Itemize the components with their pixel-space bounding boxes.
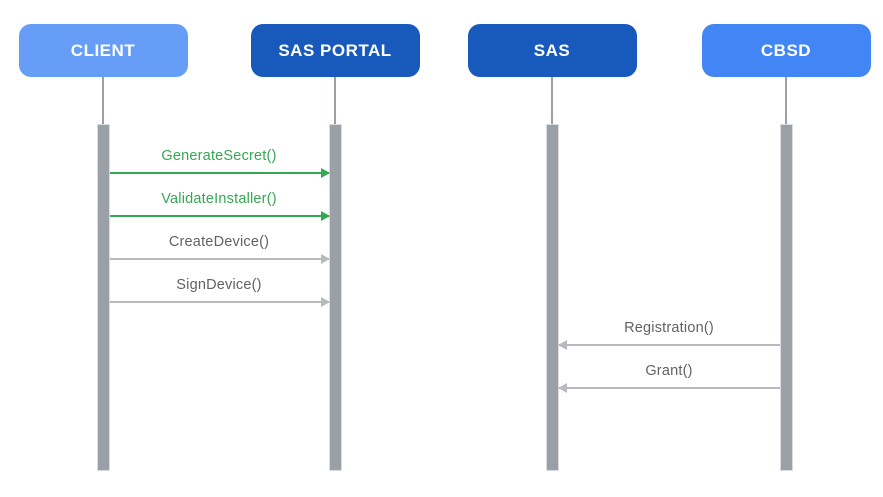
- message-arrow-line: [109, 258, 329, 260]
- message-label: GenerateSecret(): [161, 148, 277, 164]
- arrowhead-icon: [320, 211, 330, 221]
- actor-label-sas: SAS: [533, 40, 571, 60]
- actor-sas: SAS: [467, 24, 637, 77]
- message-label: CreateDevice(): [168, 234, 270, 250]
- actor-label-sas-portal: SAS PORTAL: [278, 40, 392, 60]
- message-label: Grant(): [645, 363, 693, 379]
- lifeline-sas-portal: [334, 77, 336, 124]
- message-arrow-line: [109, 301, 329, 303]
- message-arrow-line: [558, 344, 780, 346]
- message-label: ValidateInstaller(): [161, 191, 277, 207]
- actor-sas-portal: SAS PORTAL: [250, 24, 420, 77]
- lifeline-sas: [551, 77, 553, 124]
- message-arrow-line: [558, 387, 780, 389]
- activation-bar-cbsd: [779, 124, 793, 471]
- message-label: SignDevice(): [176, 277, 262, 293]
- arrowhead-icon: [320, 297, 330, 307]
- actor-client: CLIENT: [18, 24, 188, 77]
- actor-label-client: CLIENT: [70, 40, 136, 60]
- activation-bar-sas: [545, 124, 559, 471]
- activation-bar-client: [96, 124, 110, 471]
- lifeline-cbsd: [785, 77, 787, 124]
- message-arrow-line: [109, 172, 329, 174]
- arrowhead-icon: [557, 340, 567, 350]
- actor-label-cbsd: CBSD: [760, 40, 812, 60]
- lifeline-client: [102, 77, 104, 124]
- actor-cbsd: CBSD: [701, 24, 871, 77]
- arrowhead-icon: [557, 383, 567, 393]
- arrowhead-icon: [320, 168, 330, 178]
- message-label: Registration(): [624, 320, 714, 336]
- activation-bar-sas-portal: [328, 124, 342, 471]
- arrowhead-icon: [320, 254, 330, 264]
- message-arrow-line: [109, 215, 329, 217]
